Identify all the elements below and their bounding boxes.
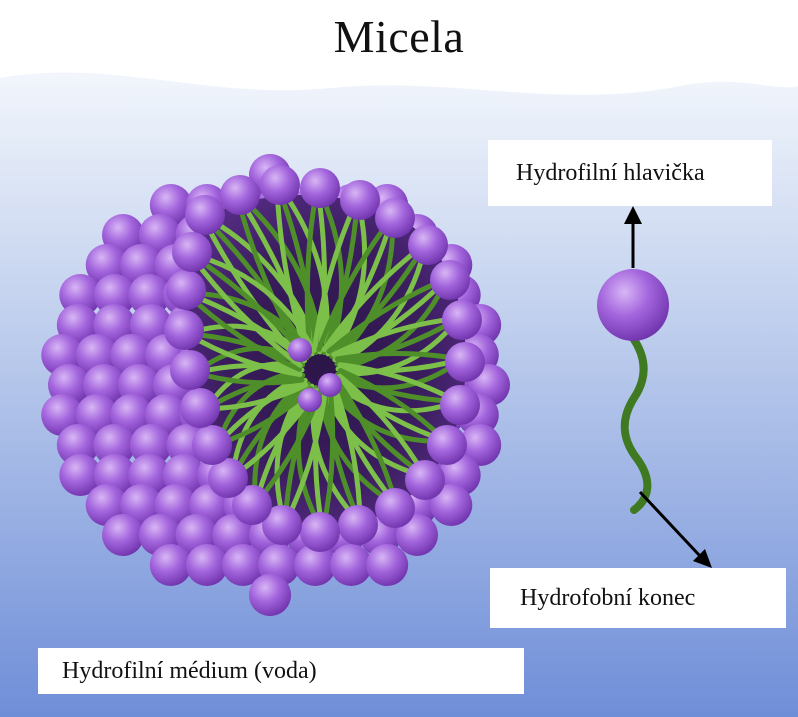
rim-head-sphere bbox=[430, 260, 470, 300]
rim-head-sphere bbox=[375, 488, 415, 528]
hydrophilic-head-label: Hydrofilní hlavička bbox=[488, 140, 772, 206]
rim-head-sphere bbox=[338, 505, 378, 545]
rim-head-sphere bbox=[442, 300, 482, 340]
diagram-title: Micela bbox=[0, 10, 798, 63]
hydrophobic-tail-label: Hydrofobní konec bbox=[490, 568, 786, 628]
hydrophilic-head-text: Hydrofilní hlavička bbox=[516, 160, 705, 187]
rim-head-sphere bbox=[300, 168, 340, 208]
rim-head-sphere bbox=[185, 195, 225, 235]
rim-head-sphere bbox=[164, 310, 204, 350]
head-sphere bbox=[366, 544, 408, 586]
head-sphere bbox=[249, 574, 291, 616]
rim-head-sphere bbox=[166, 270, 206, 310]
rim-head-sphere bbox=[172, 232, 212, 272]
rim-head-sphere bbox=[445, 342, 485, 382]
rim-head-sphere bbox=[408, 225, 448, 265]
head-sphere bbox=[150, 544, 192, 586]
rim-head-sphere bbox=[180, 388, 220, 428]
hydrophilic-medium-text: Hydrofilní médium (voda) bbox=[62, 658, 317, 685]
rim-head-sphere bbox=[260, 165, 300, 205]
core-head-sphere bbox=[298, 388, 322, 412]
rim-head-sphere bbox=[220, 175, 260, 215]
rim-head-sphere bbox=[300, 512, 340, 552]
core-head-sphere bbox=[288, 338, 312, 362]
rim-head-sphere bbox=[405, 460, 445, 500]
head-sphere bbox=[186, 544, 228, 586]
head-sphere bbox=[102, 514, 144, 556]
rim-head-sphere bbox=[192, 425, 232, 465]
head-sphere bbox=[330, 544, 372, 586]
hydrophilic-medium-label: Hydrofilní médium (voda) bbox=[38, 648, 524, 694]
rim-head-sphere bbox=[440, 385, 480, 425]
rim-head-sphere bbox=[340, 180, 380, 220]
rim-head-sphere bbox=[170, 350, 210, 390]
hydrophobic-tail-text: Hydrofobní konec bbox=[520, 585, 695, 612]
hydrophilic-head-ball bbox=[597, 269, 669, 341]
rim-head-sphere bbox=[375, 198, 415, 238]
rim-head-sphere bbox=[427, 425, 467, 465]
core-head-sphere bbox=[318, 373, 342, 397]
